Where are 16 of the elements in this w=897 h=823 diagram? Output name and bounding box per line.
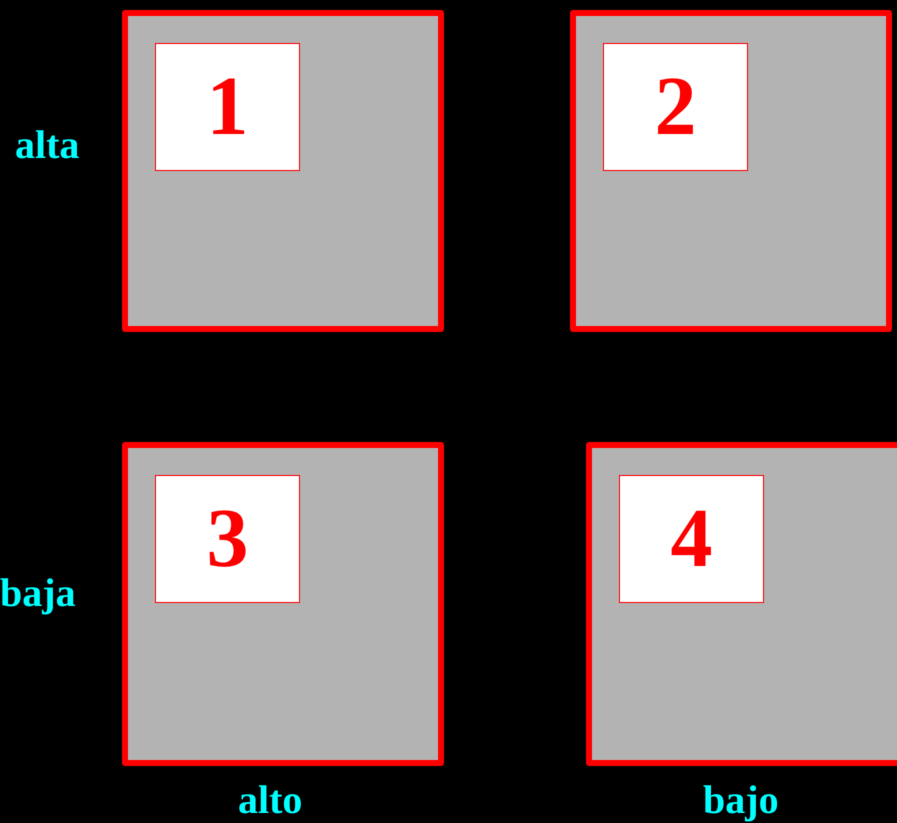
number-box <box>155 43 300 171</box>
quadrant-number: 2 <box>654 65 696 149</box>
axis-label: bajo <box>703 780 779 820</box>
axis-label: baja <box>0 573 76 613</box>
quadrant-panel <box>586 442 897 766</box>
axis-label: alto <box>238 780 302 820</box>
quadrant-number: 1 <box>206 65 248 149</box>
number-box <box>155 475 300 603</box>
quadrant-number: 3 <box>206 497 248 581</box>
quadrant-number: 4 <box>670 497 712 581</box>
axis-label: alta <box>15 125 80 165</box>
number-box <box>603 43 748 171</box>
quadrant-panel <box>122 442 444 766</box>
quadrant-panel <box>122 10 444 332</box>
quadrant-panel <box>570 10 892 332</box>
number-box <box>619 475 764 603</box>
